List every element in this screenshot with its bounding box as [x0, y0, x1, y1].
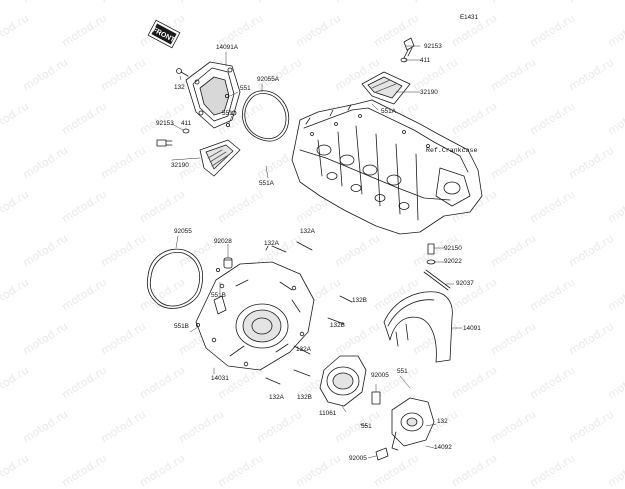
label-132A-c: 132A [296, 346, 311, 353]
label-92153-a: 92153 [424, 43, 442, 50]
pin-551B-b [195, 322, 200, 327]
label-14031: 14031 [211, 375, 229, 382]
label-551A-b: 551A [259, 180, 274, 187]
pin-551-a [224, 94, 229, 99]
right-small-parts [423, 243, 451, 291]
label-132-b: 132 [437, 418, 448, 425]
label-551B-b: 551B [174, 323, 189, 330]
leader-lines [171, 45, 463, 459]
label-14092: 14092 [434, 444, 452, 451]
fitting-92005-b [375, 447, 389, 461]
cover-14091A [185, 61, 241, 129]
label-132-a: 132 [174, 84, 185, 91]
label-92055: 92055 [174, 228, 192, 235]
label-132B-c: 132B [297, 394, 312, 401]
label-132A-b: 132A [300, 228, 315, 235]
label-411-b: 411 [181, 120, 192, 127]
label-551B-a: 551B [211, 292, 226, 299]
label-132A-a: 132A [264, 240, 279, 247]
label-92028: 92028 [214, 238, 232, 245]
cover-14091 [383, 291, 453, 363]
label-551A-a: 551A [381, 108, 396, 115]
label-132B-a: 132B [352, 297, 367, 304]
label-11061: 11061 [319, 410, 337, 417]
right-bolt-cluster [361, 37, 415, 105]
reference-note: Ref.Crankcase [426, 147, 478, 154]
label-92005-a: 92005 [371, 372, 389, 379]
gasket-92055 [146, 248, 203, 309]
exploded-view-drawing [146, 37, 483, 461]
label-551-d: 551 [361, 423, 372, 430]
label-14091: 14091 [463, 325, 481, 332]
cover-14031 [195, 261, 315, 371]
label-92005-b: 92005 [349, 455, 367, 462]
label-551-b: 551 [222, 110, 233, 117]
housing-14092 [391, 397, 435, 451]
label-551-c: 551 [397, 368, 408, 375]
fitting-92005-a [371, 391, 381, 405]
label-32190-a: 32190 [420, 89, 438, 96]
label-14091A: 14091A [216, 44, 239, 51]
diagram-code: E1431 [460, 14, 478, 21]
label-551-a: 551 [240, 85, 251, 92]
label-92037: 92037 [456, 280, 474, 287]
front-indicator: FRONT [147, 19, 181, 49]
left-bolt-cluster [156, 128, 241, 177]
label-92153-b: 92153 [156, 120, 174, 127]
pin-551B-a [215, 267, 220, 272]
label-132B-b: 132B [330, 322, 345, 329]
cover-11061 [319, 355, 367, 407]
crankcase-upper [291, 99, 483, 235]
label-132A-d: 132A [269, 394, 284, 401]
bolt-132-top [176, 68, 189, 77]
label-411-a: 411 [420, 57, 431, 64]
gasket-92055A [242, 90, 290, 142]
label-92022: 92022 [444, 258, 462, 265]
label-92150: 92150 [444, 245, 462, 252]
pin-551-b [225, 123, 230, 128]
dowel-92028 [223, 257, 233, 269]
long-bolts [265, 241, 353, 385]
label-32190-b: 32190 [171, 162, 189, 169]
label-92055A: 92055A [257, 76, 280, 83]
